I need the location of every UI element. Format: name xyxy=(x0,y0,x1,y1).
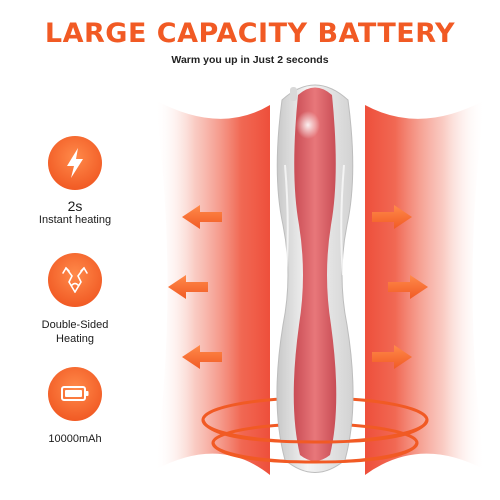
lightning-bolt-icon xyxy=(48,136,102,190)
arrow-right-icon xyxy=(372,345,412,369)
feature-label: Double-Sided Heating xyxy=(20,318,130,346)
arrow-left-icon xyxy=(168,275,208,299)
arrow-left-icon xyxy=(182,205,222,229)
feature-label-line2: Heating xyxy=(56,333,94,345)
feature-icon-circle xyxy=(47,366,103,422)
arrow-right-icon xyxy=(372,205,412,229)
feature-instant-heating: 2s Instant heating xyxy=(20,135,130,227)
arrow-right-icon xyxy=(388,275,428,299)
feature-label: Instant heating xyxy=(38,214,112,226)
page-title: LARGE CAPACITY BATTERY xyxy=(44,18,456,49)
feature-icon-circle xyxy=(47,252,103,308)
product-scene xyxy=(155,84,485,475)
hand-warmer-device xyxy=(276,84,354,473)
feature-label: 10000mAh xyxy=(48,433,102,445)
feature-double-sided-heating: Double-Sided Heating xyxy=(20,252,130,346)
feature-value: 2s xyxy=(67,198,83,214)
battery-icon xyxy=(48,367,102,421)
feature-battery-capacity: 10000mAh xyxy=(20,366,130,446)
heat-glow-left xyxy=(155,100,270,475)
feature-label-line1: Double-Sided xyxy=(41,319,109,331)
arrow-left-icon xyxy=(182,345,222,369)
double-sided-heat-icon xyxy=(48,253,102,307)
feature-icon-circle xyxy=(47,135,103,191)
page-subtitle: Warm you up in Just 2 seconds xyxy=(171,54,329,66)
